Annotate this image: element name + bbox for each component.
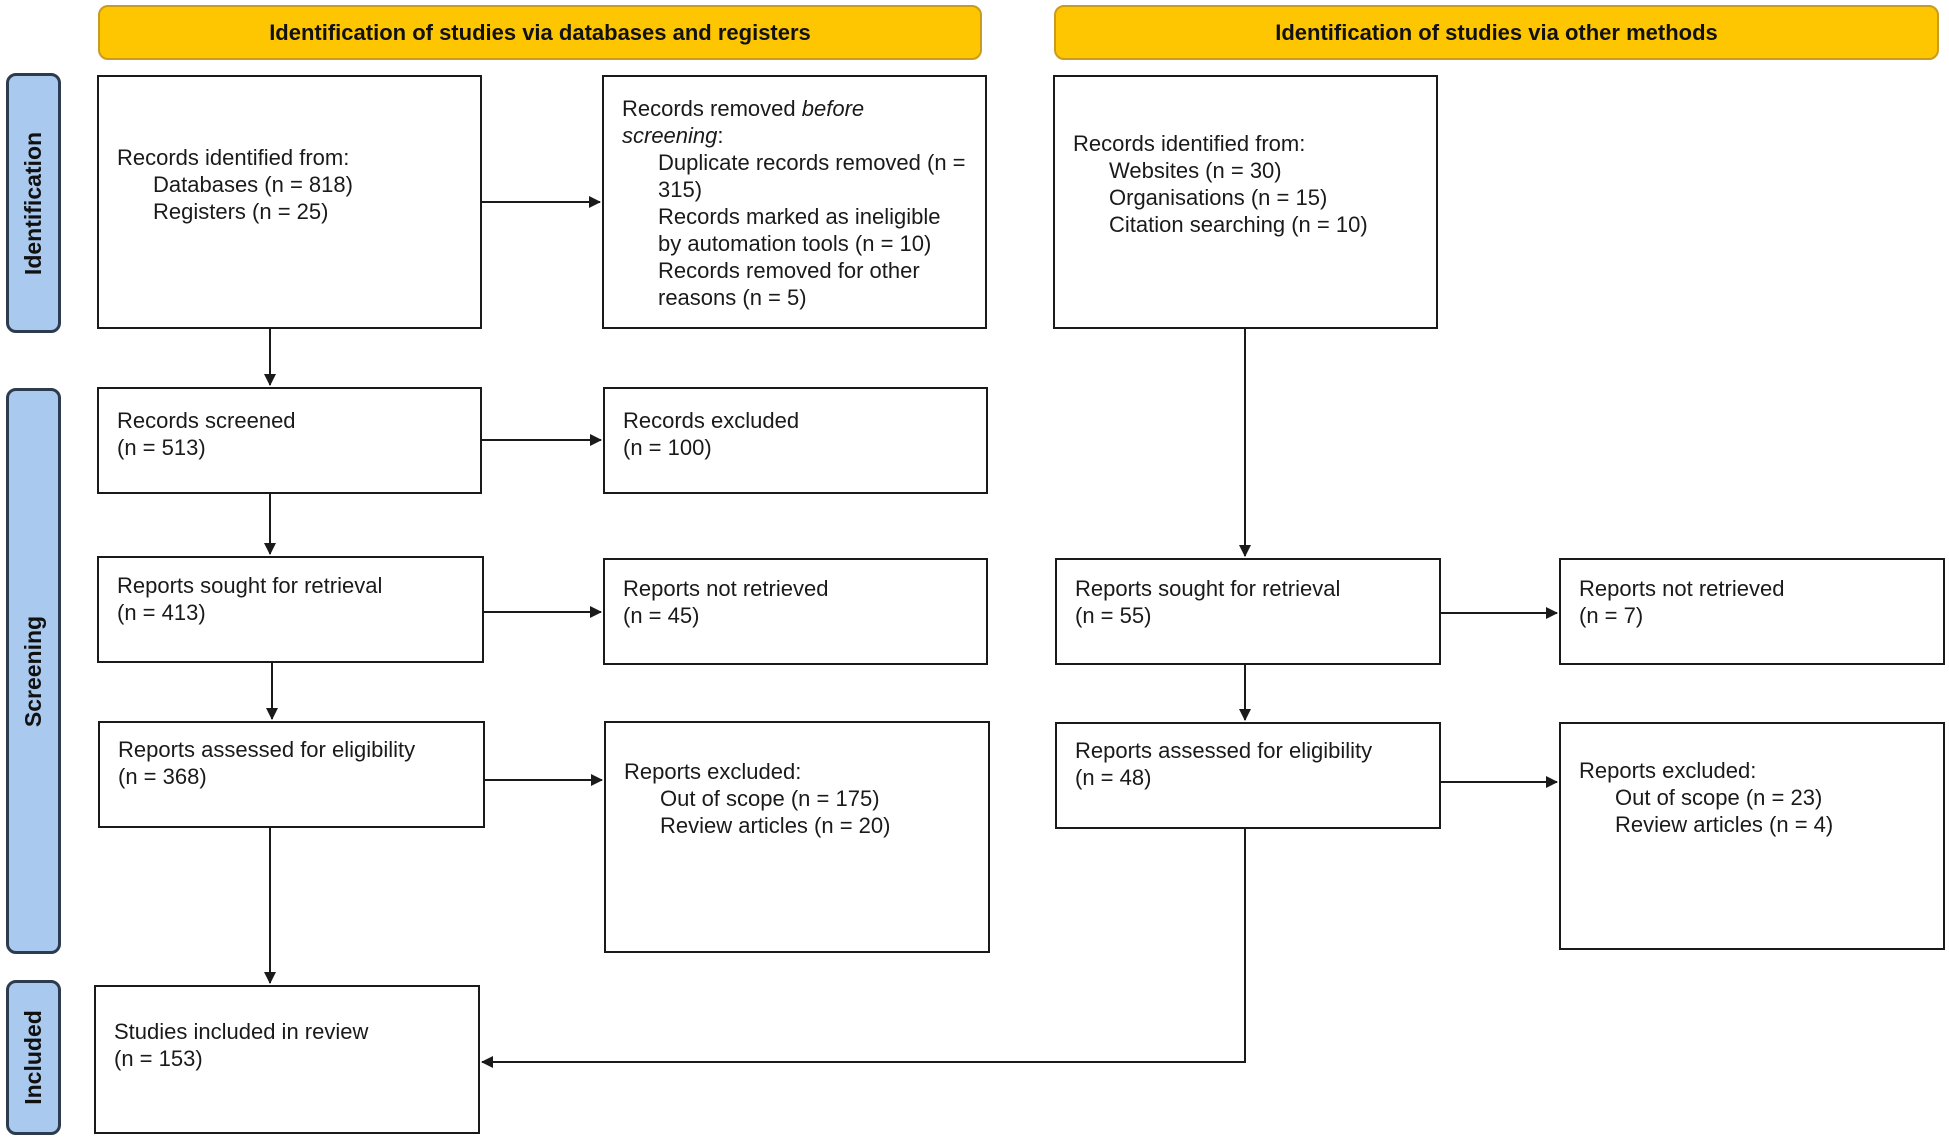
box-reports-assessed-db: Reports assessed for eligibility (n = 36… [98,721,485,828]
reports-assessed-title: Reports assessed for eligibility [118,736,416,762]
records-excluded-title: Records excluded [623,407,800,433]
reports-sought-n: (n = 413) [117,599,206,625]
box-records-excluded: Records excluded (n = 100) [603,387,988,494]
phase-identification: Identification [6,73,61,333]
duplicates-removed: Duplicate records removed (n = 315) [658,150,966,202]
citation-searching-count: Citation searching (n = 10) [1109,212,1368,237]
reports-not-retrieved-n: (n = 45) [623,602,700,628]
header-other-methods: Identification of studies via other meth… [1054,5,1939,60]
other-reports-assessed-n: (n = 48) [1075,764,1152,790]
phase-screening: Screening [6,388,61,954]
reports-excluded-title: Reports excluded: [624,758,802,784]
studies-included-title: Studies included in review [114,1018,369,1044]
box-reports-sought-other: Reports sought for retrieval (n = 55) [1055,558,1441,665]
other-reports-assessed-title: Reports assessed for eligibility [1075,737,1373,763]
removed-other-reasons: Records removed for other reasons (n = 5… [658,258,920,310]
review-articles-count: Review articles (n = 20) [660,812,891,838]
records-removed-title: Records removed before screening: [622,96,865,148]
box-reports-excluded-db: Reports excluded: Out of scope (n = 175)… [604,721,990,953]
other-reports-sought-n: (n = 55) [1075,602,1152,628]
arrow-other-assessed-to-included [481,829,1246,1068]
box-studies-included: Studies included in review (n = 153) [94,985,480,1134]
websites-count: Websites (n = 30) [1109,158,1282,183]
box-records-identified-db: Records identified from: Databases (n = … [97,75,482,329]
automation-ineligible: Records marked as ineligible by automati… [658,204,941,256]
phase-included: Included [6,980,61,1135]
box-reports-excluded-other: Reports excluded: Out of scope (n = 23) … [1559,722,1945,950]
reports-assessed-n: (n = 368) [118,763,207,789]
box-records-identified-other: Records identified from: Websites (n = 3… [1053,75,1438,329]
records-screened-title: Records screened [117,407,296,433]
box-reports-sought-db: Reports sought for retrieval (n = 413) [97,556,484,663]
header-databases-registers: Identification of studies via databases … [98,5,982,60]
out-of-scope-count: Out of scope (n = 175) [660,785,880,811]
box-reports-not-retrieved-other: Reports not retrieved (n = 7) [1559,558,1945,665]
box-records-screened: Records screened (n = 513) [97,387,482,494]
databases-count: Databases (n = 818) [153,171,353,197]
reports-sought-title: Reports sought for retrieval [117,572,383,598]
other-reports-not-retrieved-n: (n = 7) [1579,602,1644,628]
reports-not-retrieved-title: Reports not retrieved [623,575,829,601]
other-reports-excluded-title: Reports excluded: [1579,757,1757,783]
organisations-count: Organisations (n = 15) [1109,185,1328,210]
records-screened-n: (n = 513) [117,434,206,460]
box-records-removed: Records removed before screening: Duplic… [602,75,987,329]
records-identified-title: Records identified from: [117,144,350,170]
other-reports-not-retrieved-title: Reports not retrieved [1579,575,1785,601]
box-reports-assessed-other: Reports assessed for eligibility (n = 48… [1055,722,1441,829]
box-reports-not-retrieved-db: Reports not retrieved (n = 45) [603,558,988,665]
other-reports-sought-title: Reports sought for retrieval [1075,575,1341,601]
other-out-of-scope-count: Out of scope (n = 23) [1615,784,1823,810]
studies-included-n: (n = 153) [114,1045,203,1071]
records-excluded-n: (n = 100) [623,434,712,460]
other-review-articles-count: Review articles (n = 4) [1615,811,1834,837]
registers-count: Registers (n = 25) [153,198,329,224]
other-identified-title: Records identified from: [1073,131,1306,156]
